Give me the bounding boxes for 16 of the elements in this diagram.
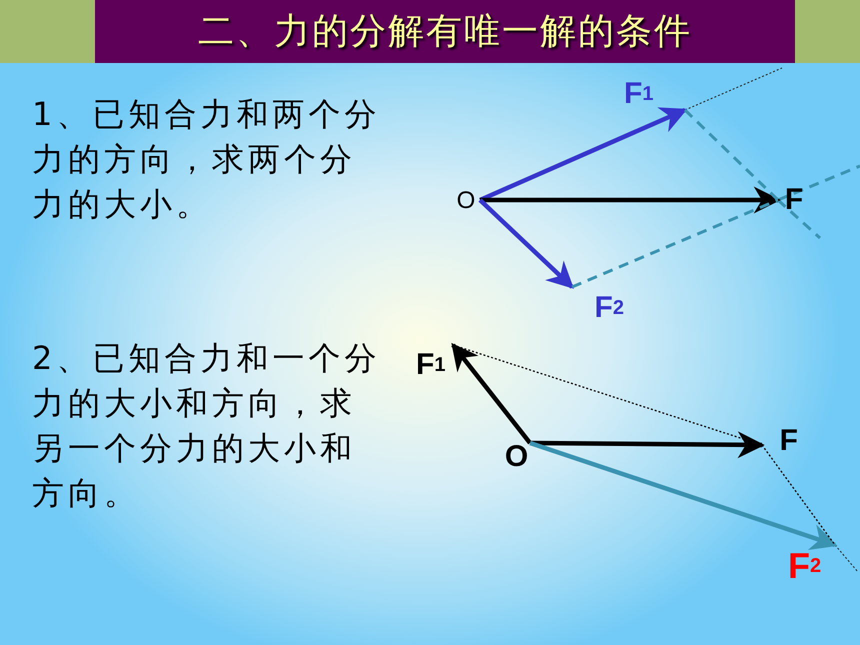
vector-label: F [778,186,810,214]
condition-text: 1、已知合力和两个分力的方向，求两个分力的大小。 [32,94,382,225]
force-vector-arrow [451,342,532,444]
slide-title: 二、力的分解有唯一解的条件 [95,0,795,63]
force-vector-arrow [529,440,838,550]
force-vector-arrow [530,431,765,458]
vector-label: O [503,443,530,471]
force-vector-arrow [480,186,781,214]
vector-label: F [762,426,798,456]
construction-line [761,444,836,546]
condition-text: 2、已知合力和一个分力的大小和方向，求另一个分力的大小和方向。 [32,338,382,514]
force-vector-arrow [479,107,688,202]
force-vector-arrow [478,198,574,289]
vector-label: O [452,188,480,214]
construction-line [571,198,779,288]
construction-line [684,108,780,202]
